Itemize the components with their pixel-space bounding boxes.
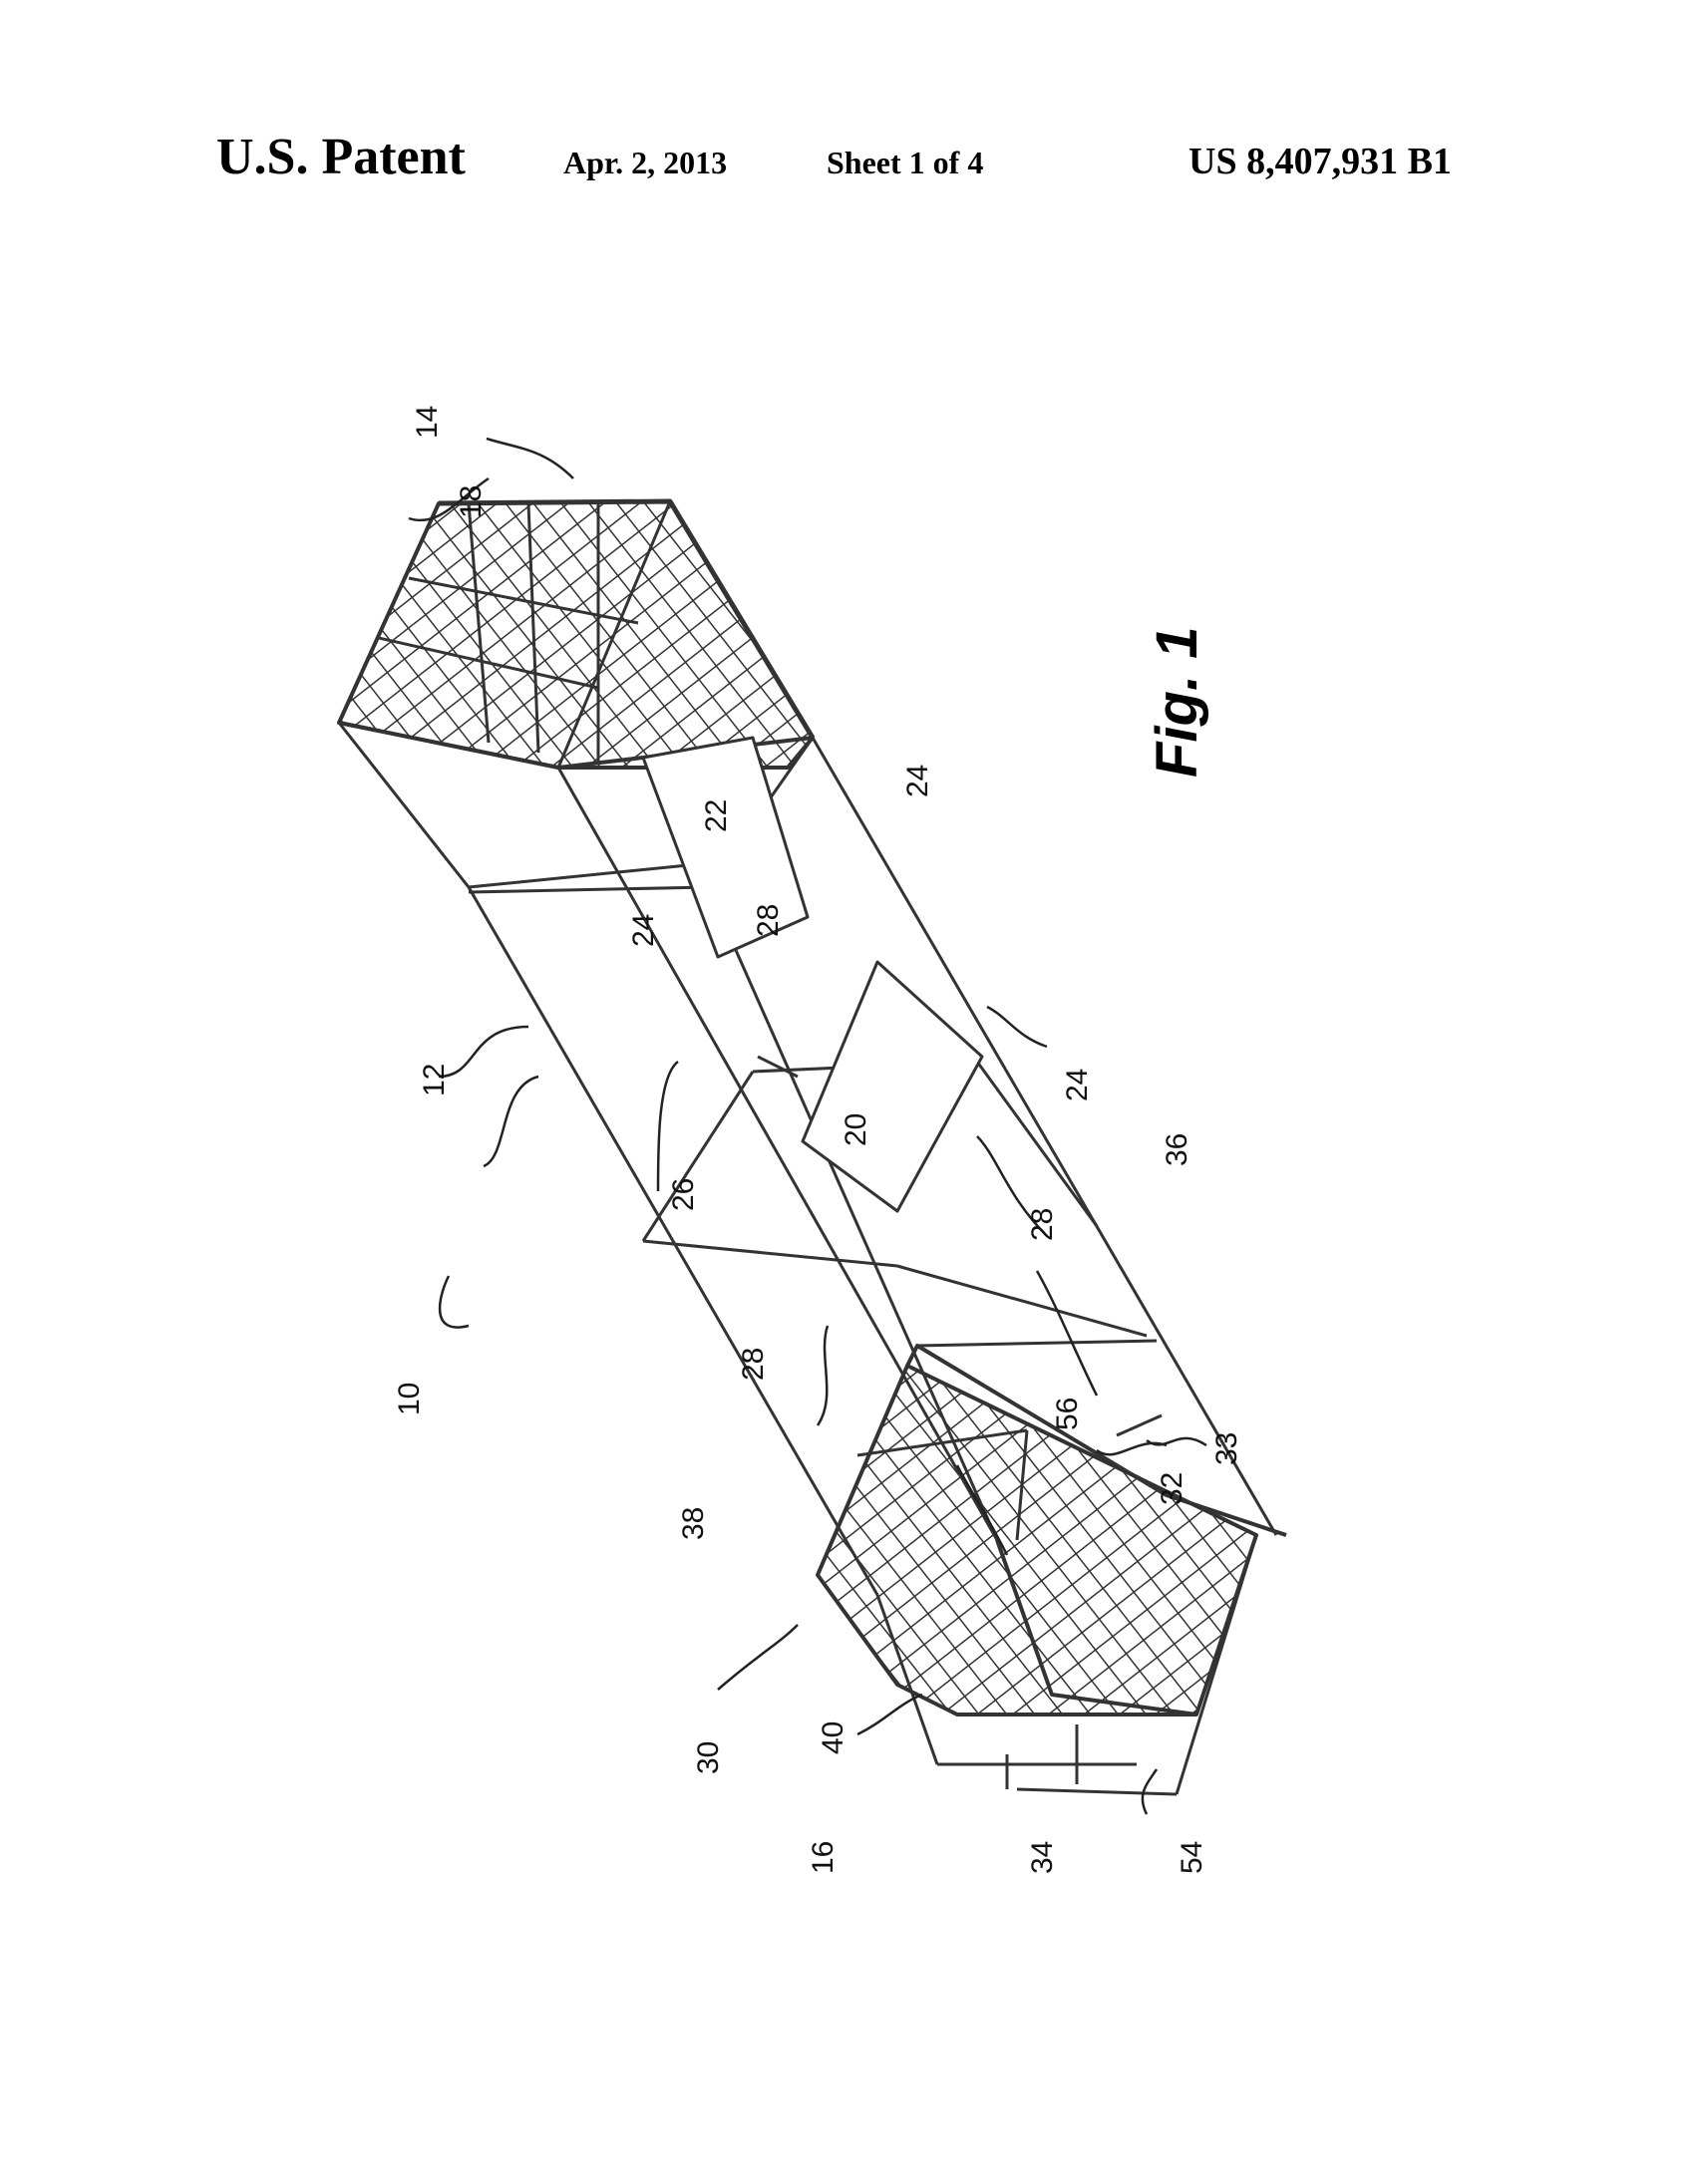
ref-36: 36 bbox=[1161, 1133, 1193, 1166]
ref-34: 34 bbox=[1026, 1841, 1059, 1874]
trap-frame bbox=[337, 498, 1287, 1796]
reference-numerals: 14 18 12 10 24 22 24 28 26 20 24 28 36 2… bbox=[393, 406, 1243, 1874]
ref-33: 33 bbox=[1210, 1432, 1243, 1465]
leader-lines bbox=[408, 437, 1207, 1815]
plate-20 bbox=[801, 960, 984, 1213]
page-header: U.S. Patent Apr. 2, 2013 Sheet 1 of 4 US… bbox=[0, 128, 1695, 197]
ref-12: 12 bbox=[418, 1064, 451, 1096]
top-rail-12 bbox=[467, 886, 879, 1596]
ref-10: 10 bbox=[393, 1383, 426, 1415]
ref-56: 56 bbox=[1051, 1398, 1084, 1430]
ref-54: 54 bbox=[1176, 1841, 1208, 1874]
figure-label: Fig. 1 bbox=[1145, 627, 1209, 778]
ref-24-lower: 24 bbox=[1061, 1069, 1094, 1101]
sheet-number: Sheet 1 of 4 bbox=[827, 145, 984, 180]
ref-14: 14 bbox=[411, 406, 444, 439]
ref-24-upper: 24 bbox=[901, 765, 934, 797]
ref-26-upper: 24 bbox=[627, 914, 660, 947]
ref-22: 22 bbox=[700, 799, 733, 832]
ref-28-upper: 28 bbox=[752, 904, 785, 937]
patent-number: US 8,407,931 B1 bbox=[1188, 141, 1452, 182]
ref-28-middle: 28 bbox=[1026, 1208, 1059, 1241]
ref-38: 38 bbox=[677, 1507, 710, 1540]
plate-22 bbox=[641, 736, 810, 959]
ref-30: 30 bbox=[692, 1741, 725, 1774]
ref-20: 20 bbox=[840, 1113, 872, 1146]
ref-32: 32 bbox=[1156, 1472, 1188, 1505]
ref-26-lower: 26 bbox=[667, 1178, 700, 1211]
ref-40: 40 bbox=[817, 1721, 849, 1754]
ref-28-lower: 28 bbox=[737, 1348, 770, 1381]
patent-label: U.S. Patent bbox=[216, 129, 466, 185]
side-rail-36 bbox=[811, 737, 1278, 1536]
ref-18: 18 bbox=[455, 485, 488, 518]
ref-16: 16 bbox=[807, 1841, 840, 1874]
patent-date: Apr. 2, 2013 bbox=[563, 145, 728, 180]
